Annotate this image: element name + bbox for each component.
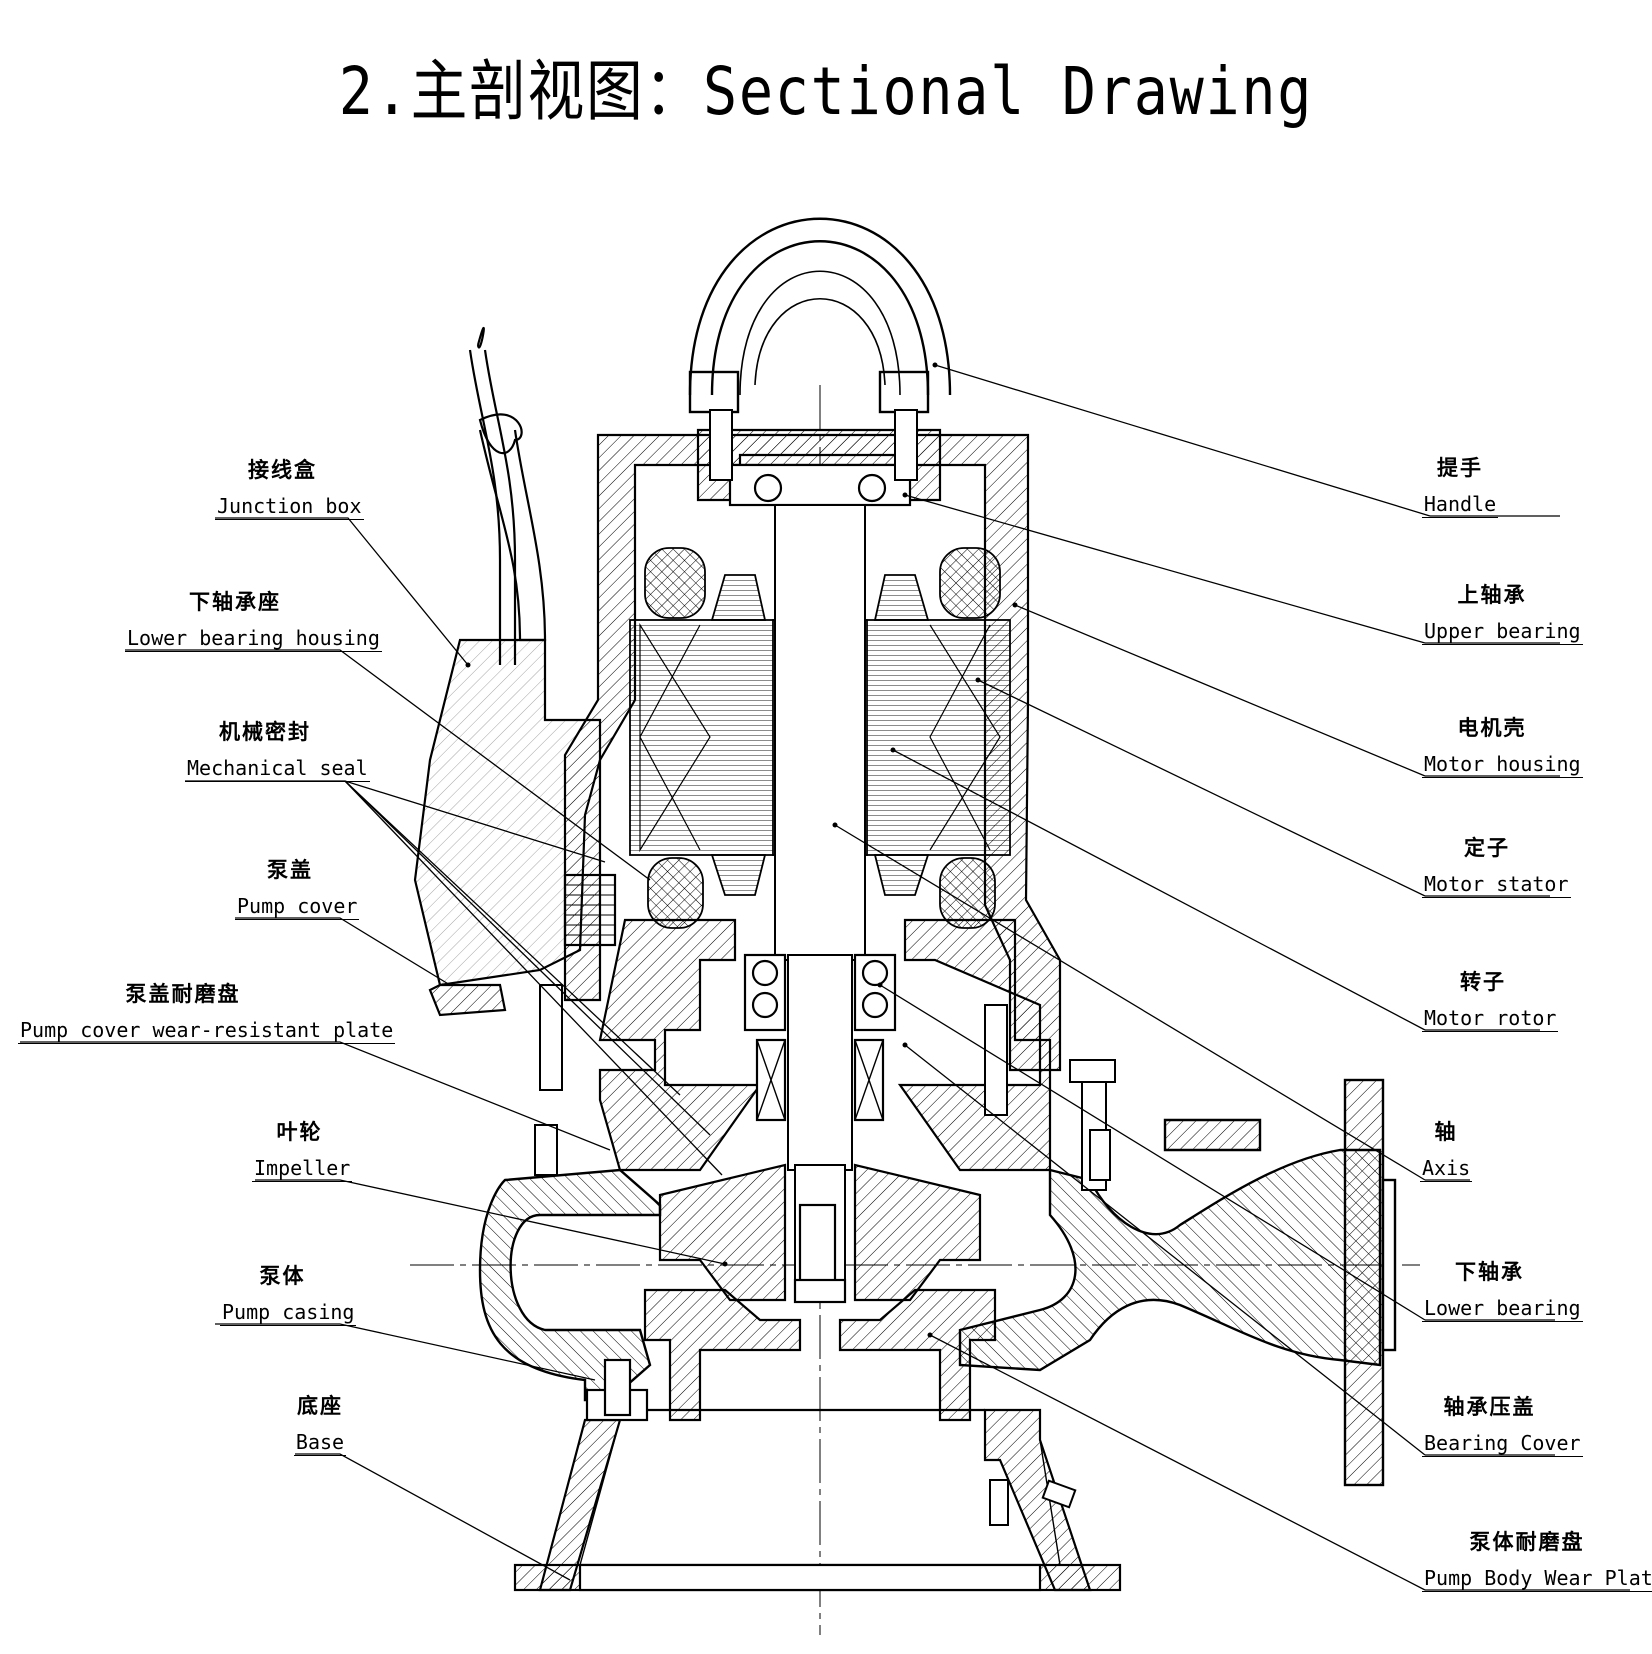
label-junction-box-en: Junction box [215,494,364,520]
label-axis-zh: 轴 [1434,1120,1458,1144]
label-lower-bearing: 下轴承 Lower bearing [1422,1260,1583,1322]
label-motor-stator-zh: 定子 [1464,836,1510,860]
label-lower-bearing-housing: 下轴承座 Lower bearing housing [125,590,382,652]
base-drawing [513,1358,1122,1592]
label-base-zh: 底座 [297,1394,343,1418]
bolts-drawing [534,409,1116,1526]
label-pump-body-wear-plate-zh: 泵体耐磨盘 [1469,1530,1585,1554]
impeller-drawing [643,1163,997,1422]
label-bearing-cover: 轴承压盖 Bearing Cover [1422,1395,1583,1457]
handle-drawing [688,217,952,414]
label-lower-bearing-zh: 下轴承 [1455,1260,1524,1284]
label-mechanical-seal-en: Mechanical seal [185,756,370,782]
label-base: 底座 Base [290,1394,350,1456]
label-lower-bearing-en: Lower bearing [1422,1296,1583,1322]
label-pump-cover-zh: 泵盖 [267,858,313,882]
label-motor-housing: 电机壳 Motor housing [1422,716,1583,778]
motor-housing-drawing [563,428,1062,1072]
label-motor-rotor-zh: 转子 [1460,970,1506,994]
label-bearing-cover-zh: 轴承压盖 [1443,1395,1536,1419]
label-upper-bearing-en: Upper bearing [1422,619,1583,645]
junction-box-drawing [413,327,617,1017]
label-impeller-en: Impeller [252,1156,353,1182]
label-junction-box: 接线盒 Junction box [215,458,364,520]
label-motor-stator-en: Motor stator [1422,872,1571,898]
label-lower-bearing-housing-en: Lower bearing housing [125,626,382,652]
label-upper-bearing-zh: 上轴承 [1457,583,1527,607]
label-pump-casing-zh: 泵体 [259,1264,306,1288]
label-motor-housing-en: Motor housing [1422,752,1583,778]
label-handle: 提手 Handle [1420,456,1500,518]
shaft-drawing [774,504,866,1301]
label-axis-en: Axis [1420,1156,1473,1182]
label-mechanical-seal-zh: 机械密封 [219,720,311,744]
label-pump-cover: 泵盖 Pump cover [235,858,360,920]
page-title: 2.主剖视图：Sectional Drawing [338,53,1314,130]
label-lower-bearing-housing-zh: 下轴承座 [189,590,281,614]
label-impeller-zh: 叶轮 [276,1120,323,1144]
label-pump-cover-wear-plate-zh: 泵盖耐磨盘 [125,982,241,1006]
label-motor-housing-zh: 电机壳 [1457,716,1527,740]
label-pump-casing-en: Pump casing [220,1300,357,1326]
label-mechanical-seal: 机械密封 Mechanical seal [185,720,370,782]
label-axis: 轴 Axis [1420,1120,1473,1182]
leader-dots [465,362,1018,1338]
label-pump-body-wear-plate-en: Pump Body Wear Plate [1422,1566,1652,1592]
pump-casing-drawing [478,1078,1397,1487]
label-base-en: Base [293,1430,347,1456]
label-pump-cover-wear-plate: 泵盖耐磨盘 Pump cover wear-resistant plate [18,982,396,1044]
label-motor-rotor-en: Motor rotor [1422,1006,1559,1032]
label-upper-bearing: 上轴承 Upper bearing [1422,583,1583,645]
label-handle-en: Handle [1421,492,1499,518]
label-motor-rotor: 转子 Motor rotor [1422,970,1559,1032]
lower-housing-drawing [598,918,1052,1172]
label-motor-stator: 定子 Motor stator [1422,836,1571,898]
label-bearing-cover-en: Bearing Cover [1422,1431,1583,1457]
label-junction-box-zh: 接线盒 [248,458,317,482]
label-pump-casing: 泵体 Pump casing [220,1264,357,1326]
label-impeller: 叶轮 Impeller [252,1120,353,1182]
label-pump-body-wear-plate: 泵体耐磨盘 Pump Body Wear Plate [1422,1530,1652,1592]
label-pump-cover-en: Pump cover [235,894,360,920]
label-handle-zh: 提手 [1437,456,1483,480]
label-pump-cover-wear-plate-en: Pump cover wear-resistant plate [18,1018,396,1044]
